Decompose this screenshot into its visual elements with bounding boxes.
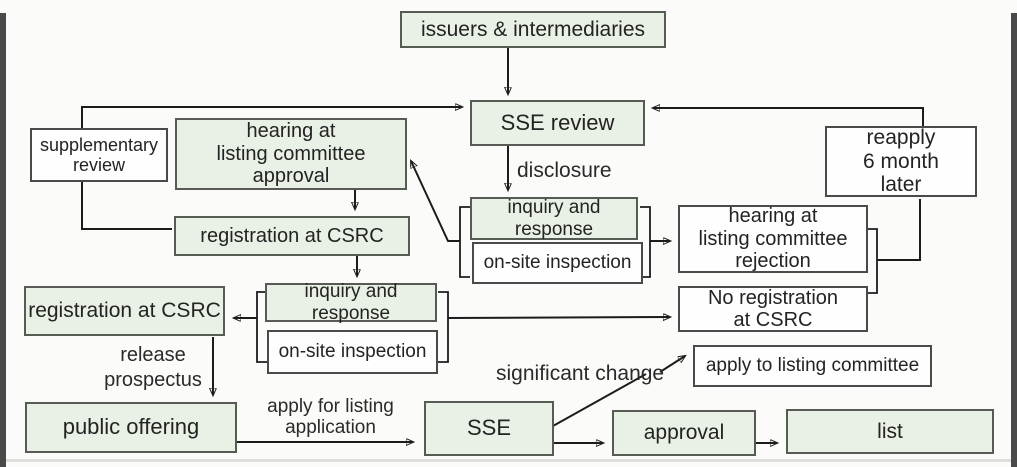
node-label-line: approval (252, 165, 330, 188)
arrow-significant-change-to-apply-committee (659, 356, 685, 373)
node-reapply-6-month-later: reapply 6 month later (825, 126, 977, 197)
node-no-registration-at-csrc: No registration at CSRC (678, 286, 868, 332)
node-label-line: at CSRC (733, 309, 813, 331)
node-approval: approval (612, 410, 756, 456)
node-label: public offering (62, 414, 200, 440)
arrow-supplementary-to-sse-review (81, 107, 462, 129)
node-hearing-listing-committee-approval: hearing at listing committee approval (175, 118, 407, 190)
bracket-group2-left (256, 291, 267, 363)
node-label: SSE (466, 415, 512, 441)
node-label: issuers & intermediaries (420, 17, 646, 41)
bracket-rejection-group (868, 228, 878, 294)
node-label: registration at CSRC (28, 299, 221, 323)
node-sse: SSE (424, 401, 554, 456)
node-label-line: listing committee (216, 142, 366, 165)
node-label-line: 6 month (863, 149, 939, 173)
edge-label-significant-change: significant change (496, 362, 665, 385)
node-label: apply to listing committee (705, 355, 920, 377)
node-registration-at-csrc-top: registration at CSRC (174, 216, 410, 256)
node-label: inquiry and response (507, 197, 601, 240)
line-sse-to-significant-change (552, 373, 647, 427)
frame-edge-right (1011, 13, 1017, 467)
frame-edge-left (0, 13, 6, 467)
node-label-line: listing committee (698, 227, 848, 250)
line-supplementary-to-registration (81, 182, 172, 230)
node-label-line: review (72, 155, 125, 175)
node-label-line: later (880, 173, 922, 197)
node-label: on-site inspection (483, 252, 632, 274)
edge-label-line: release (120, 344, 186, 366)
node-inquiry-and-response-2: inquiry and response (265, 281, 437, 324)
node-label-line: hearing at (728, 205, 818, 228)
node-issuers-intermediaries: issuers & intermediaries (400, 11, 666, 48)
node-label: registration at CSRC (200, 224, 384, 247)
edge-label-line: listing application (285, 396, 394, 438)
frame-edge-bottom (6, 459, 1011, 462)
arrow-group2-to-no-registration (447, 317, 670, 318)
edge-label-release-prospectus: release prospectus (90, 343, 216, 393)
node-inquiry-and-response-1: inquiry and response (470, 197, 638, 240)
edge-label-apply-for-listing-application: apply for listing application (248, 396, 413, 438)
edge-label-disclosure: disclosure (517, 159, 612, 182)
node-label: list (877, 419, 903, 443)
node-label: SSE review (500, 109, 615, 135)
node-label: inquiry and response (304, 281, 398, 324)
edge-label-line: apply for (267, 396, 340, 417)
node-label-line: reapply (866, 126, 936, 150)
node-apply-to-listing-committee: apply to listing committee (693, 345, 932, 387)
arrow-group1-to-hearing-approval (411, 161, 460, 242)
bracket-group1-left (459, 206, 470, 278)
line-rejection-group-to-reapply (877, 199, 921, 261)
edge-label-line: prospectus (104, 369, 202, 391)
node-label: on-site inspection (278, 341, 427, 363)
node-on-site-inspection-2: on-site inspection (267, 330, 438, 374)
node-label: approval (643, 421, 725, 445)
node-on-site-inspection-1: on-site inspection (472, 242, 643, 284)
node-public-offering: public offering (25, 402, 237, 453)
node-label-line: No registration (707, 286, 839, 309)
node-supplementary-review: supplementary review (30, 128, 168, 182)
arrow-reapply-to-sse-review (653, 108, 924, 127)
node-hearing-listing-committee-rejection: hearing at listing committee rejection (678, 205, 868, 273)
node-label-line: rejection (735, 250, 811, 273)
node-label-line: supplementary (39, 134, 159, 155)
node-label-line: hearing at (246, 120, 336, 143)
node-sse-review: SSE review (470, 100, 645, 146)
node-list: list (786, 409, 994, 454)
node-registration-at-csrc-left: registration at CSRC (24, 286, 225, 336)
bracket-group2-right (438, 291, 449, 363)
